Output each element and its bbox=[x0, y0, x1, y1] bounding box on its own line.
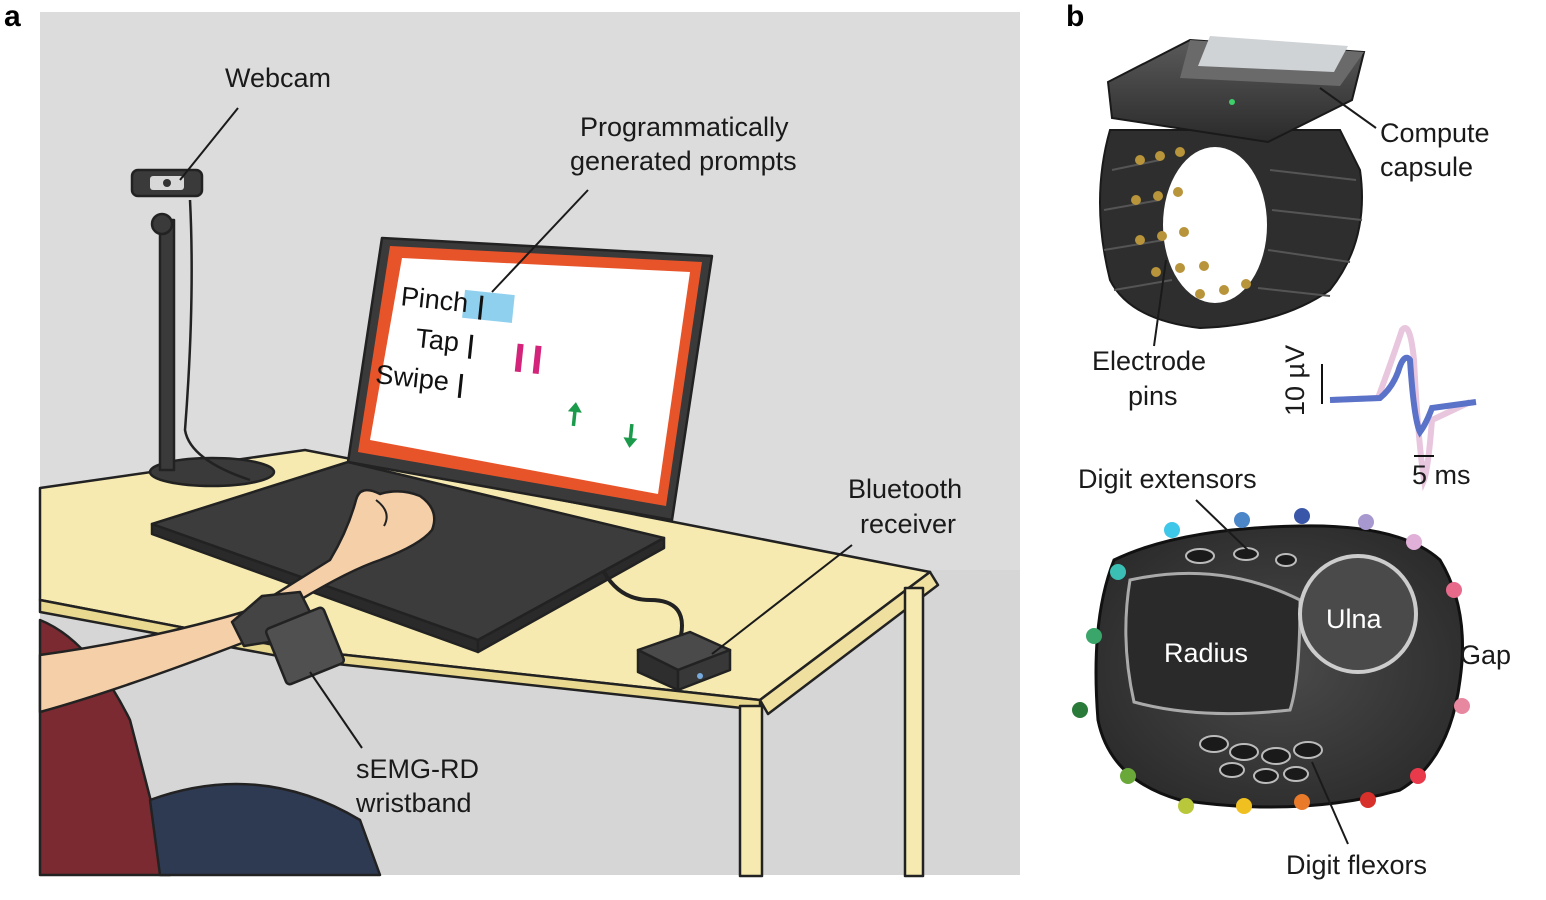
electrode-dot-12 bbox=[1360, 792, 1376, 808]
electrode-dot-11 bbox=[1410, 768, 1426, 784]
wristband-label-line1: sEMG-RD bbox=[356, 754, 479, 784]
wristband bbox=[230, 590, 346, 686]
electrode-label-line1: Electrode bbox=[1092, 346, 1206, 376]
emg-waveform: 10 µV 5 ms bbox=[1280, 325, 1477, 492]
electrode-dot-1 bbox=[1072, 702, 1088, 718]
band-segments bbox=[1103, 159, 1363, 297]
panel-b: b bbox=[1066, 0, 1511, 880]
electrode-position-dots bbox=[1072, 508, 1470, 814]
bluetooth-leader bbox=[711, 544, 853, 655]
ulna-bone bbox=[1298, 554, 1418, 674]
semg-wristband-device bbox=[1099, 36, 1366, 330]
electrode-dot-6 bbox=[1294, 508, 1310, 524]
gesture-label-pinch: Pinch bbox=[399, 281, 469, 318]
webcam bbox=[130, 168, 276, 488]
ulna-label: Ulna bbox=[1326, 604, 1383, 634]
wristband-leader bbox=[309, 671, 363, 749]
webcam-pole bbox=[158, 218, 176, 472]
electrode-dot-8 bbox=[1406, 534, 1422, 550]
electrode-dot-4 bbox=[1164, 522, 1180, 538]
webcam-label: Webcam bbox=[225, 63, 331, 93]
band-opening bbox=[1163, 147, 1267, 303]
electrode-label-line2: pins bbox=[1128, 381, 1178, 411]
electrode-dot-14 bbox=[1236, 798, 1252, 814]
digit-flexors-label: Digit flexors bbox=[1286, 850, 1427, 880]
electrode-dot-5 bbox=[1234, 512, 1250, 528]
panel-a: a bbox=[4, 0, 1020, 878]
electrode-dot-7 bbox=[1358, 514, 1374, 530]
panel-b-letter: b bbox=[1066, 0, 1084, 33]
pinch-cursor bbox=[478, 295, 484, 320]
webcam-base bbox=[148, 456, 276, 488]
extensors-leader bbox=[1195, 499, 1255, 557]
time-scale-label: 5 ms bbox=[1412, 460, 1471, 490]
gap-label: Gap bbox=[1460, 640, 1511, 670]
tap-cue-right bbox=[532, 345, 542, 375]
panel-a-letter: a bbox=[4, 0, 21, 33]
capsule-window bbox=[1198, 36, 1348, 72]
person-legs bbox=[148, 782, 382, 877]
electrode-leader bbox=[1153, 259, 1167, 347]
receiver-led-icon bbox=[697, 673, 703, 679]
electrode-dot-3 bbox=[1110, 564, 1126, 580]
swipe-down-arrow-icon bbox=[623, 423, 638, 448]
radius-label: Radius bbox=[1164, 638, 1248, 668]
prompts-label-line1: Programmatically bbox=[580, 112, 789, 142]
flexor-tendons bbox=[1199, 735, 1323, 784]
laptop-base-side bbox=[476, 536, 666, 654]
swipe-up-arrow-icon bbox=[567, 402, 582, 427]
compute-label-line2: capsule bbox=[1380, 152, 1473, 182]
pinch-cue-box bbox=[462, 289, 515, 323]
bluetooth-label-line1: Bluetooth bbox=[848, 474, 962, 504]
table-side bbox=[758, 570, 940, 716]
wristband-capsule bbox=[264, 606, 346, 686]
table-leg-front bbox=[738, 704, 764, 878]
digit-extensors-label: Digit extensors bbox=[1078, 464, 1257, 494]
extensor-tendons bbox=[1185, 547, 1297, 567]
radius-bone bbox=[1124, 571, 1302, 716]
webcam-joint bbox=[150, 212, 174, 236]
prompts-label-line2: generated prompts bbox=[570, 146, 797, 176]
electrode-dot-15 bbox=[1178, 798, 1194, 814]
emg-trace bbox=[1329, 354, 1477, 438]
electrode-dot-13 bbox=[1294, 794, 1310, 810]
electrode-pins bbox=[1131, 147, 1251, 299]
bluetooth-label-line2: receiver bbox=[860, 509, 956, 539]
capsule-led-icon bbox=[1229, 99, 1235, 105]
bluetooth-receiver bbox=[636, 630, 732, 692]
tap-cue-left bbox=[514, 343, 524, 373]
wrist-mri-cross-section: Radius Ulna bbox=[1094, 524, 1464, 809]
table-leg-right bbox=[903, 586, 925, 878]
screen bbox=[370, 258, 690, 494]
voltage-scale-label: 10 µV bbox=[1280, 345, 1310, 416]
receiver-side bbox=[676, 648, 732, 692]
electrode-dot-10 bbox=[1454, 698, 1470, 714]
gesture-label-tap: Tap bbox=[414, 323, 460, 357]
electrode-dot-16 bbox=[1120, 768, 1136, 784]
flexors-leader bbox=[1311, 761, 1349, 845]
swipe-cursor bbox=[457, 373, 464, 399]
webcam-lens-icon bbox=[163, 179, 171, 187]
webcam-cable bbox=[183, 199, 251, 482]
tap-cursor bbox=[467, 334, 474, 359]
electrode-dot-2 bbox=[1086, 628, 1102, 644]
wristband-label-line2: wristband bbox=[355, 788, 472, 818]
electrode-dot-9 bbox=[1446, 582, 1462, 598]
emg-spread bbox=[1331, 325, 1472, 492]
compute-label-line1: Compute bbox=[1380, 118, 1490, 148]
prompts-leader bbox=[491, 189, 589, 293]
hand-fingers bbox=[375, 499, 388, 527]
receiver-cable bbox=[602, 570, 684, 641]
compute-leader bbox=[1319, 87, 1377, 129]
webcam-leader bbox=[179, 107, 239, 181]
